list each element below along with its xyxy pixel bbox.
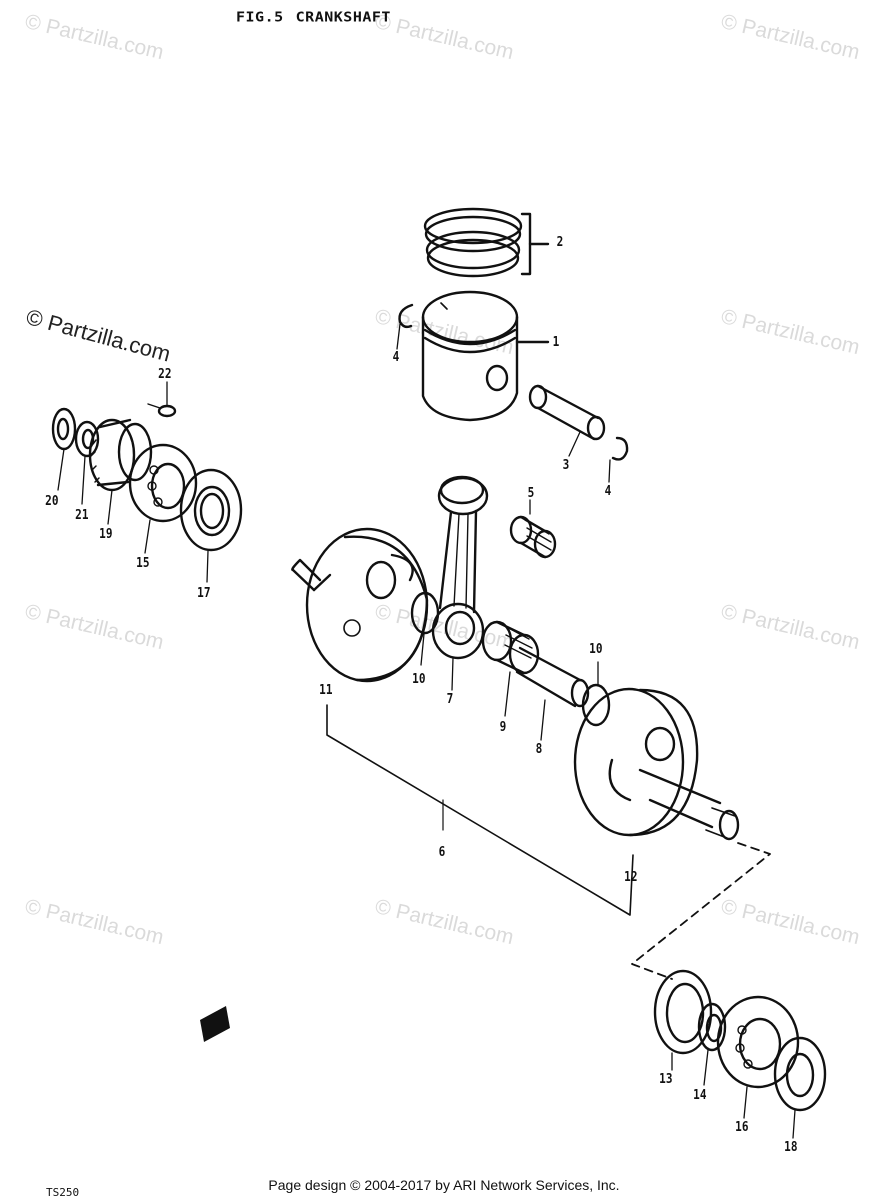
figure-title: FIG.5 CRANKSHAFT	[236, 9, 403, 25]
callout-16: 16	[735, 1120, 749, 1135]
callout-12: 12	[624, 870, 638, 885]
footer-copyright: Page design © 2004-2017 by ARI Network S…	[268, 1177, 620, 1193]
callout-1: 1	[552, 335, 560, 350]
ink-mark	[200, 1006, 230, 1042]
key-22	[147, 403, 177, 418]
callout-6: 6	[438, 845, 446, 860]
spacer-21	[74, 420, 100, 458]
circlip-left	[398, 303, 414, 329]
circlip-right	[611, 436, 629, 461]
gear-19	[88, 418, 153, 492]
callout-2: 2	[556, 235, 564, 250]
crank-half-left	[291, 527, 429, 683]
needle-bearing	[509, 515, 557, 559]
callout-4: 4	[392, 350, 400, 365]
piston-pin	[528, 384, 606, 441]
crank-half-right	[573, 687, 740, 841]
connecting-rod	[431, 475, 489, 660]
crank-pin	[515, 646, 590, 708]
callout-7: 7	[446, 692, 454, 707]
bearing-16	[716, 995, 800, 1089]
piston-rings	[423, 207, 550, 278]
dashed-leader	[631, 842, 771, 980]
callout-13: 13	[659, 1072, 673, 1087]
callout-19: 19	[99, 527, 113, 542]
callout-15: 15	[136, 556, 150, 571]
figure-name: CRANKSHAFT	[295, 8, 391, 26]
shim-13	[653, 969, 713, 1055]
callout-22: 22	[158, 367, 172, 382]
callout-5: 5	[527, 486, 535, 501]
callout-10: 10	[412, 672, 426, 687]
thrust-washer-left	[410, 591, 440, 635]
callout-3: 3	[562, 458, 570, 473]
model-code: TS250	[46, 1186, 80, 1199]
piston	[421, 290, 550, 422]
big-end-bearing	[481, 620, 540, 675]
figure-number: FIG.5	[236, 8, 284, 26]
callout-11: 11	[319, 683, 333, 698]
callout-10: 10	[589, 642, 603, 657]
callout-4: 4	[604, 484, 612, 499]
callout-21: 21	[75, 508, 89, 523]
assembly-bracket	[326, 704, 634, 916]
callout-14: 14	[693, 1088, 707, 1103]
callout-8: 8	[535, 742, 543, 757]
oil-seal-18	[773, 1036, 827, 1112]
callout-17: 17	[197, 586, 211, 601]
bearing-15	[128, 443, 198, 523]
callout-20: 20	[45, 494, 59, 509]
callout-9: 9	[499, 720, 507, 735]
callout-18: 18	[784, 1140, 798, 1155]
oil-seal-20	[51, 407, 77, 451]
oil-seal-17	[179, 468, 243, 552]
